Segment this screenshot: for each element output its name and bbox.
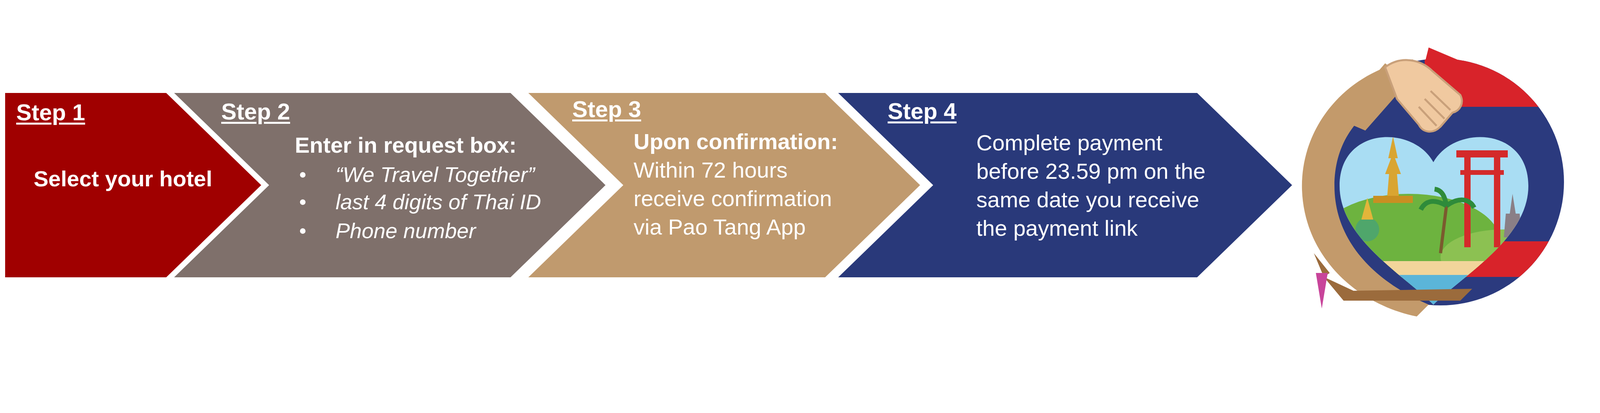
- bullet-dot: [299, 172, 306, 178]
- list-item: Phone number: [335, 220, 476, 242]
- bullet-dot: [299, 199, 306, 205]
- water: [1337, 275, 1536, 311]
- fingers: [1418, 91, 1451, 126]
- step-title: Step 2: [221, 100, 291, 124]
- step-chevron: Step 4 Complete payment before 23.59 pm o…: [838, 93, 1293, 278]
- step-chevron: Step 2Enter in request box: “We Travel To…: [174, 93, 606, 278]
- giant-swing: [1456, 150, 1508, 158]
- list-item: “We Travel Together”: [335, 163, 535, 186]
- step-title: Step 3: [572, 97, 642, 121]
- step-title: Step 1: [16, 100, 86, 124]
- list-item: last 4 digits of Thai ID: [335, 191, 541, 213]
- hands: [1385, 60, 1462, 132]
- step-body: Complete payment before 23.59 pm on the …: [976, 128, 1214, 243]
- boat-ribbons: [1315, 273, 1328, 309]
- chevron-shape: [174, 93, 606, 278]
- step-title: Step 4: [887, 99, 957, 123]
- giant-swing: [1460, 170, 1504, 175]
- heart-scene: [1313, 136, 1568, 311]
- giant-swing: [1493, 156, 1501, 248]
- sand: [1337, 261, 1536, 278]
- handshake: [1337, 47, 1481, 132]
- logo-ring: [1302, 47, 1599, 317]
- green-hill: [1317, 193, 1500, 289]
- temple: [1503, 193, 1522, 238]
- pagoda-base: [1373, 195, 1413, 204]
- red-sleeve: [1420, 47, 1481, 99]
- red-band: [1424, 47, 1591, 107]
- longtail-boat: [1323, 277, 1473, 301]
- red-band: [1440, 241, 1599, 278]
- guardian-crown: [1361, 197, 1374, 220]
- heart-sky: [1339, 136, 1529, 305]
- pagoda: [1385, 136, 1401, 198]
- step-chevron: Step 3 Upon confirmation:Within 72 hours …: [528, 93, 921, 278]
- bullet-dot: [299, 228, 306, 234]
- step-heading: Enter in request box:: [294, 134, 517, 157]
- palm-trunk: [1440, 205, 1447, 254]
- giant-swing: [1464, 156, 1471, 248]
- step-heading: Upon confirmation:: [633, 130, 838, 153]
- guardian-face: [1355, 217, 1380, 242]
- step-body: Select your hotel: [33, 167, 213, 190]
- chevron-shape: [528, 93, 921, 278]
- tan-arm: [1337, 63, 1409, 131]
- boat-prow: [1313, 253, 1330, 278]
- step-body: Within 72 hours receive confirmation via…: [633, 155, 848, 242]
- palm-leaves: [1420, 189, 1475, 210]
- tan-arc: [1302, 59, 1429, 317]
- chevron-shape: [838, 93, 1293, 278]
- navy-ring: [1317, 58, 1564, 306]
- green-hill: [1440, 229, 1568, 285]
